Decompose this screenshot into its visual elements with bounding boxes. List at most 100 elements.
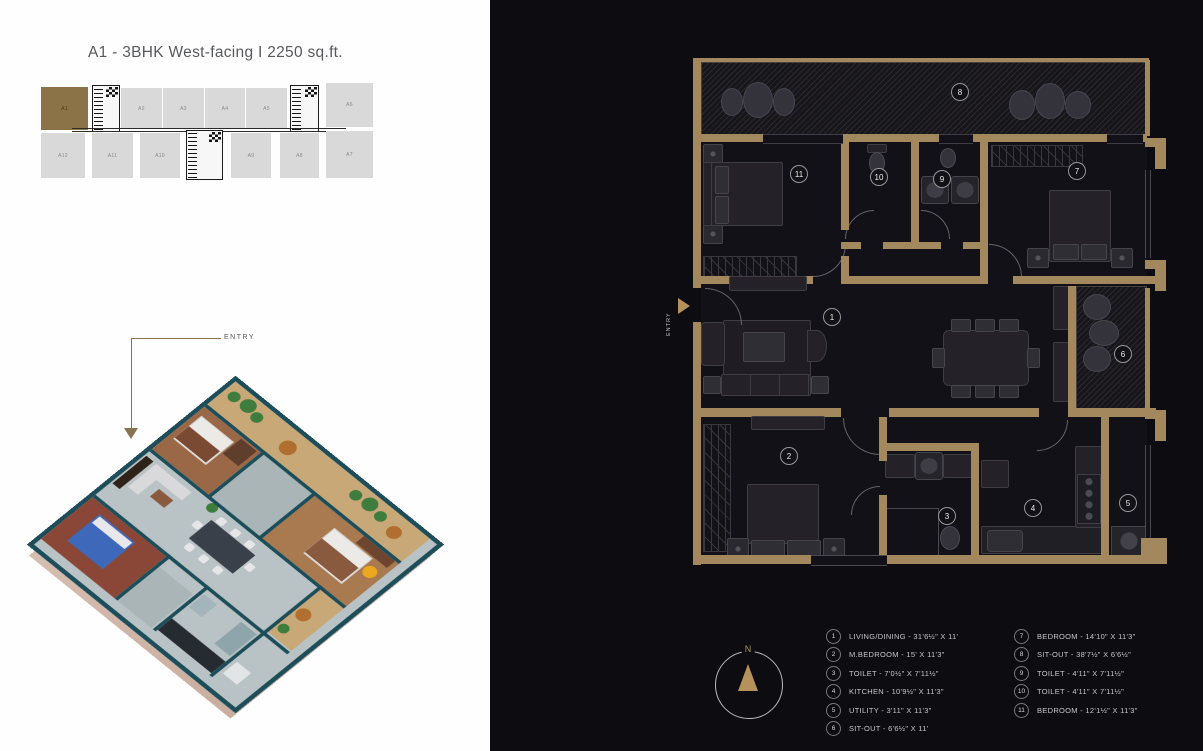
- wall: [879, 443, 979, 451]
- entry-arrow-icon: [678, 298, 690, 314]
- keyplan-unit-a2: A2: [121, 88, 162, 129]
- dining-chair: [951, 319, 971, 332]
- wall: [889, 408, 1039, 417]
- lg-badge: 10: [1014, 684, 1029, 700]
- stove: [1077, 474, 1101, 524]
- badge-room-3: 3: [938, 507, 956, 525]
- legend-item: 10 TOILET - 4'11" X 7'11½": [1014, 684, 1138, 700]
- wall: [693, 555, 1153, 564]
- wall-column: [1155, 147, 1166, 169]
- tv-console: [751, 416, 825, 430]
- vanity-cabinet: [943, 454, 973, 478]
- compass-needle-icon: [738, 664, 758, 691]
- wc: [940, 148, 956, 168]
- keyplan-unit-a3: A3: [163, 88, 204, 129]
- wall: [701, 134, 1147, 142]
- wall: [911, 142, 919, 242]
- keyplan-unit-a6: A6: [326, 83, 373, 127]
- keyplan-unit-a9: A9: [231, 133, 271, 178]
- wall: [699, 58, 1149, 62]
- entry-callout-line: [131, 338, 221, 339]
- lg-text: KITCHEN - 10'9½" X 11'3": [849, 687, 944, 697]
- cdot: [183, 542, 196, 553]
- lg-badge: 11: [1014, 702, 1029, 718]
- badge-room-11: 11: [790, 165, 808, 183]
- wall: [841, 242, 861, 249]
- left-panel: A1 - 3BHK West-facing I 2250 sq.ft. A1 A…: [0, 0, 490, 751]
- side-table: [811, 376, 829, 394]
- badge-room-5: 5: [1119, 494, 1137, 512]
- plant: [1009, 90, 1035, 120]
- dining-chair: [932, 348, 945, 368]
- dining-table: [943, 330, 1029, 386]
- cdot: [211, 565, 225, 576]
- plant: [773, 88, 795, 116]
- dining-chair: [975, 385, 995, 398]
- keyplan-unit-a5: A5: [246, 88, 287, 129]
- accent-chair: [807, 330, 827, 362]
- iso-coffee-table: [149, 489, 174, 508]
- window: [1145, 445, 1151, 538]
- sofa: [721, 374, 811, 396]
- dining-chair: [999, 319, 1019, 332]
- plant: [1089, 320, 1119, 346]
- plant: [1035, 83, 1065, 119]
- plant: [1083, 346, 1111, 372]
- wall: [841, 142, 849, 230]
- nightstand: [1027, 248, 1049, 268]
- kp-label: A4: [221, 105, 229, 112]
- lg-text: LIVING/DINING - 31'6½" X 11': [849, 631, 959, 641]
- legend-item: 4 KITCHEN - 10'9½" X 11'3": [826, 684, 958, 700]
- kp-label: A1: [61, 105, 68, 112]
- kp-label: A6: [346, 102, 353, 108]
- dining-chair: [1027, 348, 1040, 368]
- lg-text: SIT-OUT - 38'7½" X 6'6½": [1037, 650, 1132, 660]
- keyplan-stair-core-icon: [290, 85, 319, 132]
- wall: [971, 451, 979, 557]
- wall: [693, 322, 701, 565]
- keyplan-unit-a8: A8: [280, 133, 319, 178]
- badge-room-7: 7: [1068, 162, 1086, 180]
- lg-text: TOILET - 4'11" X 7'11½": [1037, 668, 1125, 678]
- wc: [940, 526, 960, 550]
- wall-column: [1155, 269, 1166, 291]
- lg-text: TOILET - 4'11" X 7'11½": [1037, 687, 1125, 697]
- lg-badge: 4: [826, 684, 841, 700]
- lg-text: SIT-OUT - 6'6½" X 11': [849, 724, 929, 734]
- plant: [1083, 294, 1111, 320]
- washbasin: [921, 176, 949, 204]
- keyplan-stair-core-icon: [92, 85, 120, 132]
- sliding-door: [763, 134, 843, 144]
- lg-badge: 9: [1014, 665, 1029, 681]
- armchair: [701, 322, 725, 366]
- kp-label: A7: [346, 151, 353, 158]
- wall: [879, 495, 887, 557]
- keyplan-unit-a7: A7: [326, 131, 373, 178]
- window: [1145, 170, 1151, 258]
- pillow: [715, 166, 729, 194]
- wall-column: [1145, 410, 1166, 419]
- plant: [721, 88, 743, 116]
- keyplan-unit-a4: A4: [205, 88, 245, 129]
- kp-label: A11: [107, 152, 118, 159]
- fridge: [981, 460, 1009, 488]
- badge-room-2: 2: [780, 447, 798, 465]
- lg-badge: 5: [826, 702, 841, 718]
- wall: [879, 417, 887, 461]
- wall: [1145, 60, 1150, 136]
- wall: [963, 242, 988, 249]
- vanity-cabinet: [885, 454, 915, 478]
- nightstand: [1111, 248, 1133, 268]
- kp-label: A8: [296, 152, 303, 159]
- entry-label: ENTRY: [666, 312, 672, 336]
- lg-text: BEDROOM - 12'1½" X 11'3": [1037, 705, 1138, 715]
- entry-callout-label: ENTRY: [224, 334, 256, 341]
- shower-partition: [938, 508, 939, 556]
- kp-label: A12: [58, 152, 68, 159]
- badge-room-6: 6: [1114, 345, 1132, 363]
- dining-chair: [975, 319, 995, 332]
- pillow: [715, 196, 729, 224]
